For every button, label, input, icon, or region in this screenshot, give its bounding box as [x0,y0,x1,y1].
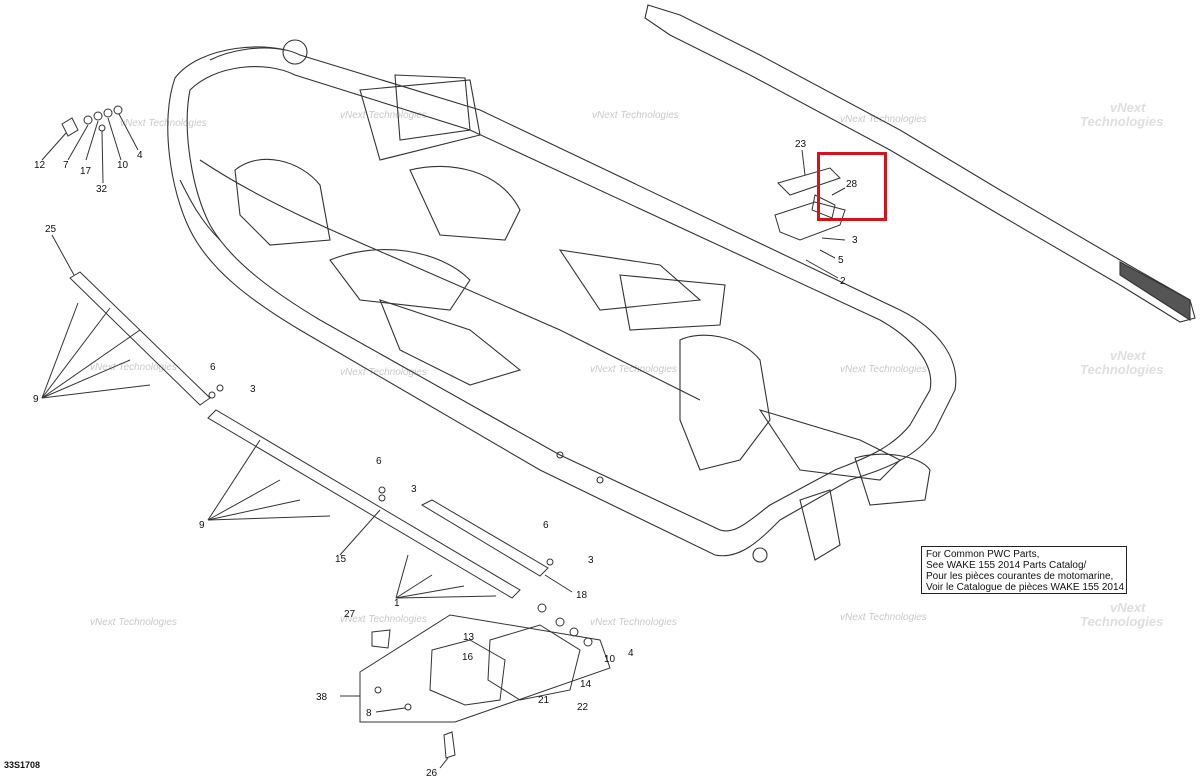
callout-10: 10 [604,654,616,665]
watermark: Technologies [1080,362,1163,377]
watermark: vNext Technologies [340,110,427,121]
callout-12: 12 [34,160,46,171]
watermark: Technologies [1080,614,1163,629]
watermark: vNext [1110,100,1146,115]
callout-22: 22 [577,702,589,713]
callout-8: 8 [366,708,372,719]
page-code: 33S1708 [4,760,41,770]
callout-21: 21 [538,695,550,706]
watermark: vNext [1110,348,1146,363]
watermark: vNext Technologies [90,617,177,628]
callout-10: 10 [117,160,129,171]
callout-27: 27 [344,609,356,620]
common-parts-note: For Common PWC Parts, See WAKE 155 2014 … [921,546,1127,594]
assembly-38 [340,603,611,769]
callout-23: 23 [795,139,807,150]
watermarks: vNext Technologies vNext Technologies vN… [90,100,1163,629]
watermark: vNext Technologies [340,614,427,625]
callout-9: 9 [199,520,205,531]
side-rail-right [644,4,1196,323]
note-line: See WAKE 155 2014 Parts Catalog/ [926,560,1087,571]
callout-18: 18 [576,590,588,601]
note-line: Pour les pièces courantes de motomarine, [926,571,1114,582]
boat-hull [167,39,957,563]
callout-5: 5 [838,255,844,266]
note-line: For Common PWC Parts, [926,549,1040,560]
callout-13: 13 [463,632,475,643]
watermark: vNext Technologies [120,118,207,129]
callout-6: 6 [210,362,216,373]
callout-14: 14 [580,679,592,690]
watermark: vNext Technologies [840,114,927,125]
watermark: vNext Technologies [90,362,177,373]
gunwale-strip-25 [41,234,224,406]
watermark: vNext Technologies [590,364,677,375]
strip-15 [207,409,521,599]
callout-3: 3 [852,235,858,246]
callout-6: 6 [376,456,382,467]
callout-3: 3 [250,384,256,395]
hardware-group-top-left [41,105,139,184]
watermark: Technologies [1080,114,1163,129]
callout-32: 32 [96,184,108,195]
callout-1: 1 [394,598,400,609]
callout-4: 4 [628,648,634,659]
callout-26: 26 [426,768,438,778]
callout-38: 38 [316,692,328,703]
callout-3: 3 [588,555,594,566]
callout-4: 4 [137,150,143,161]
note-line: Voir le Catalogue de pièces WAKE 155 201… [926,582,1125,593]
watermark: vNext Technologies [592,110,679,121]
callout-28: 28 [846,179,858,190]
watermark: vNext Technologies [340,367,427,378]
watermark: vNext [1110,600,1146,615]
callout-15: 15 [335,554,347,565]
callout-17: 17 [80,166,92,177]
callout-7: 7 [63,160,69,171]
watermark: vNext Technologies [590,617,677,628]
callout-2: 2 [840,276,846,287]
watermark: vNext Technologies [840,364,927,375]
callout-3: 3 [411,484,417,495]
bracket-assembly [774,149,846,279]
callout-25: 25 [45,224,57,235]
callout-16: 16 [462,652,474,663]
highlight-box [817,152,887,221]
part-18 [395,499,573,599]
callout-6: 6 [543,520,549,531]
watermark: vNext Technologies [840,612,927,623]
callout-9: 9 [33,394,39,405]
